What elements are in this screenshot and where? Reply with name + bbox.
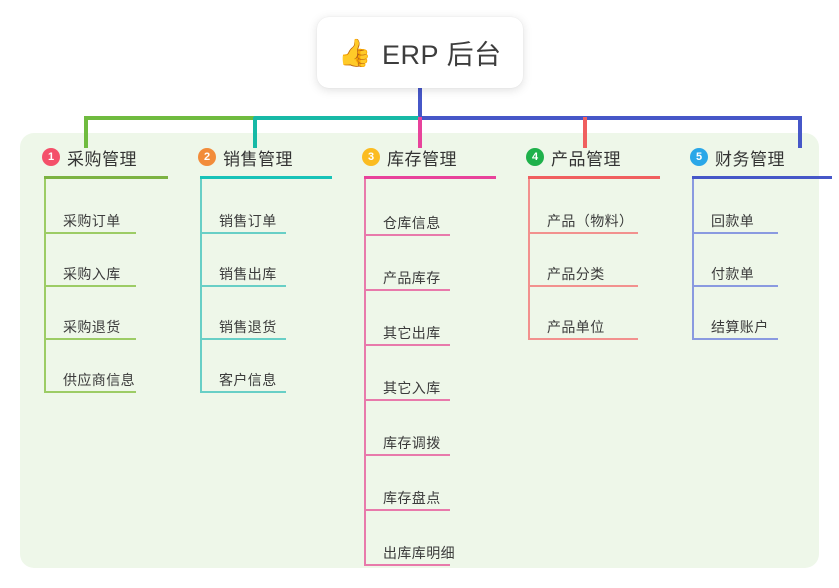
branch-title-5: 财务管理 [715, 149, 785, 169]
branch-spine-3 [364, 179, 366, 564]
list-item-underline [200, 285, 286, 287]
list-item[interactable]: 采购退货 [63, 319, 121, 335]
branch-badge-5: 5 [690, 148, 708, 166]
branch-header-3[interactable]: 3 库存管理 [340, 145, 457, 169]
list-item-underline [528, 338, 638, 340]
branch-header-4[interactable]: 4 产品管理 [504, 145, 621, 169]
branch-title-4: 产品管理 [551, 149, 621, 169]
branch-column-3: 3 库存管理仓库信息产品库存其它出库其它入库库存调拨库存盘点出库库明细 [340, 145, 496, 566]
branch-title-3: 库存管理 [387, 149, 457, 169]
list-item[interactable]: 仓库信息 [383, 215, 441, 231]
list-item-underline [692, 338, 778, 340]
list-item-underline [692, 232, 778, 234]
list-item[interactable]: 库存盘点 [383, 490, 441, 506]
list-item-underline [44, 232, 136, 234]
list-item[interactable]: 客户信息 [219, 372, 277, 388]
branch-underline-2 [200, 176, 332, 179]
list-item-underline [200, 391, 286, 393]
branch-underline-1 [44, 176, 168, 179]
list-item[interactable]: 产品单位 [547, 319, 605, 335]
list-item-underline [364, 564, 450, 566]
root-node[interactable]: 👍 ERP 后台 [317, 17, 523, 88]
branch-header-1[interactable]: 1 采购管理 [20, 145, 137, 169]
list-item[interactable]: 销售出库 [219, 266, 277, 282]
list-item[interactable]: 其它入库 [383, 380, 441, 396]
branch-title-2: 销售管理 [223, 149, 293, 169]
list-item[interactable]: 出库库明细 [383, 545, 455, 561]
list-item-underline [364, 289, 450, 291]
list-item[interactable]: 库存调拨 [383, 435, 441, 451]
branch-column-4: 4 产品管理产品（物料） 产品分类产品单位 [504, 145, 660, 340]
list-item-underline [364, 234, 450, 236]
list-item-underline [692, 285, 778, 287]
list-item-underline [528, 285, 638, 287]
branch-column-1: 1 采购管理采购订单采购入库采购退货供应商信息 [20, 145, 168, 393]
list-item-underline [44, 338, 136, 340]
list-item[interactable]: 采购入库 [63, 266, 121, 282]
list-item[interactable]: 回款单 [711, 213, 755, 229]
branch-badge-1: 1 [42, 148, 60, 166]
branch-underline-4 [528, 176, 660, 179]
list-item[interactable]: 产品（物料） [547, 213, 634, 229]
branch-header-5[interactable]: 5 财务管理 [668, 145, 785, 169]
diagram-panel [20, 133, 819, 568]
list-item-underline [528, 232, 638, 234]
list-item[interactable]: 销售订单 [219, 213, 277, 229]
branch-header-2[interactable]: 2 销售管理 [176, 145, 293, 169]
branch-underline-3 [364, 176, 496, 179]
list-item[interactable]: 其它出库 [383, 325, 441, 341]
list-item-underline [44, 285, 136, 287]
list-item-underline [200, 232, 286, 234]
branch-title-1: 采购管理 [67, 149, 137, 169]
branch-spine-4 [528, 179, 530, 338]
branch-column-5: 5 财务管理回款单付款单结算账户 [668, 145, 832, 340]
list-item-underline [364, 344, 450, 346]
root-title: ERP 后台 [382, 40, 502, 70]
branch-badge-4: 4 [526, 148, 544, 166]
thumbs-up-icon: 👍 [338, 38, 373, 68]
list-item[interactable]: 结算账户 [711, 319, 769, 335]
list-item[interactable]: 供应商信息 [63, 372, 135, 388]
branch-badge-2: 2 [198, 148, 216, 166]
list-item[interactable]: 产品分类 [547, 266, 605, 282]
branch-column-2: 2 销售管理销售订单销售出库销售退货客户信息 [176, 145, 332, 393]
list-item-underline [364, 454, 450, 456]
branch-badge-3: 3 [362, 148, 380, 166]
list-item-underline [44, 391, 136, 393]
list-item[interactable]: 产品库存 [383, 270, 441, 286]
list-item-underline [200, 338, 286, 340]
list-item-underline [364, 399, 450, 401]
list-item[interactable]: 付款单 [711, 266, 755, 282]
list-item-underline [364, 509, 450, 511]
list-item[interactable]: 采购订单 [63, 213, 121, 229]
list-item[interactable]: 销售退货 [219, 319, 277, 335]
branch-underline-5 [692, 176, 832, 179]
branch-spine-5 [692, 179, 694, 338]
